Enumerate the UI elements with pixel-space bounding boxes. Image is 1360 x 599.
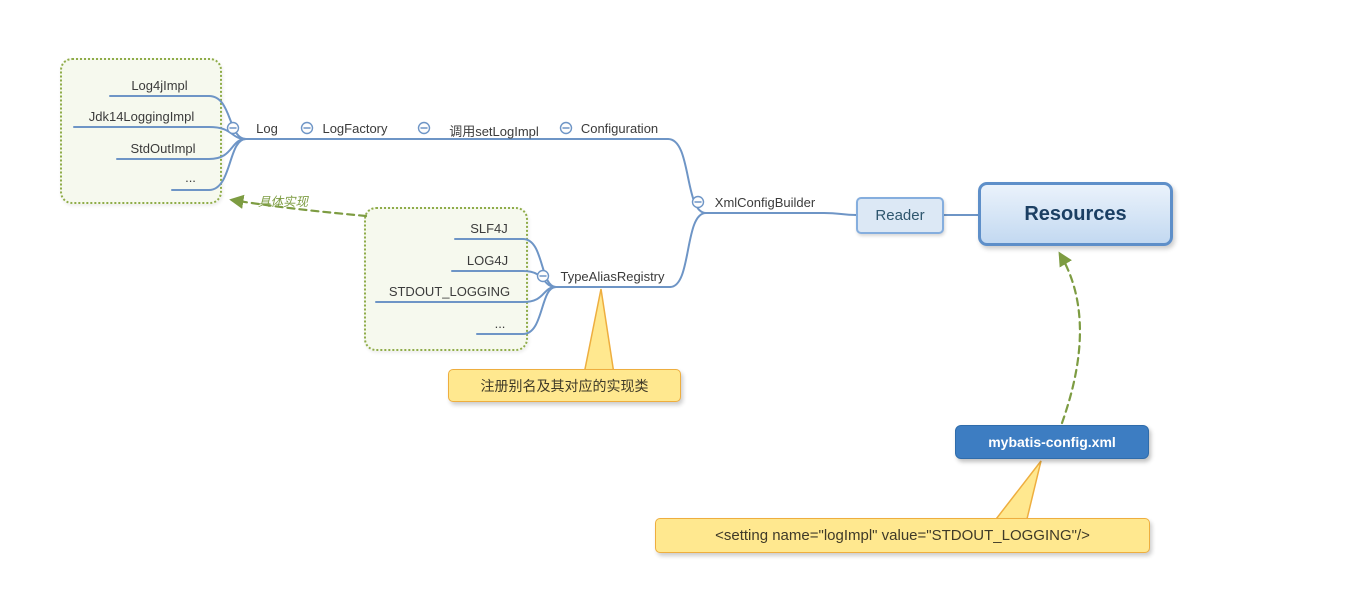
collapse-icon-logfactory[interactable] — [300, 121, 314, 135]
callout-alias-note[interactable]: 注册别名及其对应的实现类 — [448, 369, 681, 402]
topic-log[interactable]: Log — [256, 121, 278, 136]
collapse-icon-xmlconfigbuilder[interactable] — [691, 195, 705, 209]
relationship-arrow-concrete-impl[interactable] — [229, 194, 368, 218]
topic-slf4j[interactable]: SLF4J — [470, 221, 508, 236]
topic-log4jimpl[interactable]: Log4jImpl — [131, 78, 188, 93]
topic-impl-more[interactable]: ... — [185, 170, 196, 185]
boundary-alias-entries[interactable] — [364, 207, 528, 351]
topic-setlogimpl[interactable]: 调用setLogImpl — [449, 124, 539, 139]
collapse-icon-setlogimpl[interactable] — [417, 121, 431, 135]
callout-setting-note[interactable]: <setting name="logImpl" value="STDOUT_LO… — [655, 518, 1150, 553]
topic-stdout-logging[interactable]: STDOUT_LOGGING — [388, 284, 511, 299]
node-mybatis-config[interactable]: mybatis-config.xml — [955, 425, 1149, 459]
collapse-icon-log[interactable] — [226, 121, 240, 135]
callout-pointer-setting-note — [991, 460, 1042, 524]
topic-alias-more[interactable]: ... — [494, 316, 506, 331]
collapse-icon-typealiasregistry[interactable] — [536, 269, 550, 283]
topic-log4j[interactable]: LOG4J — [466, 253, 509, 268]
relationship-arrow-config-to-resources[interactable] — [1058, 251, 1081, 425]
topic-typealiasregistry[interactable]: TypeAliasRegistry — [560, 269, 665, 284]
relationship-label-concrete-impl: 具体实现 — [258, 195, 309, 209]
callout-pointer-alias-note — [583, 288, 615, 375]
node-reader[interactable]: Reader — [856, 197, 944, 234]
node-resources-root[interactable]: Resources — [978, 182, 1173, 246]
topic-connectors — [73, 95, 979, 335]
topic-stdoutimpl[interactable]: StdOutImpl — [130, 141, 196, 156]
topic-xmlconfigbuilder[interactable]: XmlConfigBuilder — [714, 195, 816, 210]
topic-logfactory[interactable]: LogFactory — [322, 121, 388, 136]
collapse-icon-configuration[interactable] — [559, 121, 573, 135]
topic-jdk14loggingimpl[interactable]: Jdk14LoggingImpl — [88, 109, 195, 124]
boundary-log-implementations[interactable] — [60, 58, 222, 204]
topic-configuration[interactable]: Configuration — [580, 121, 659, 136]
